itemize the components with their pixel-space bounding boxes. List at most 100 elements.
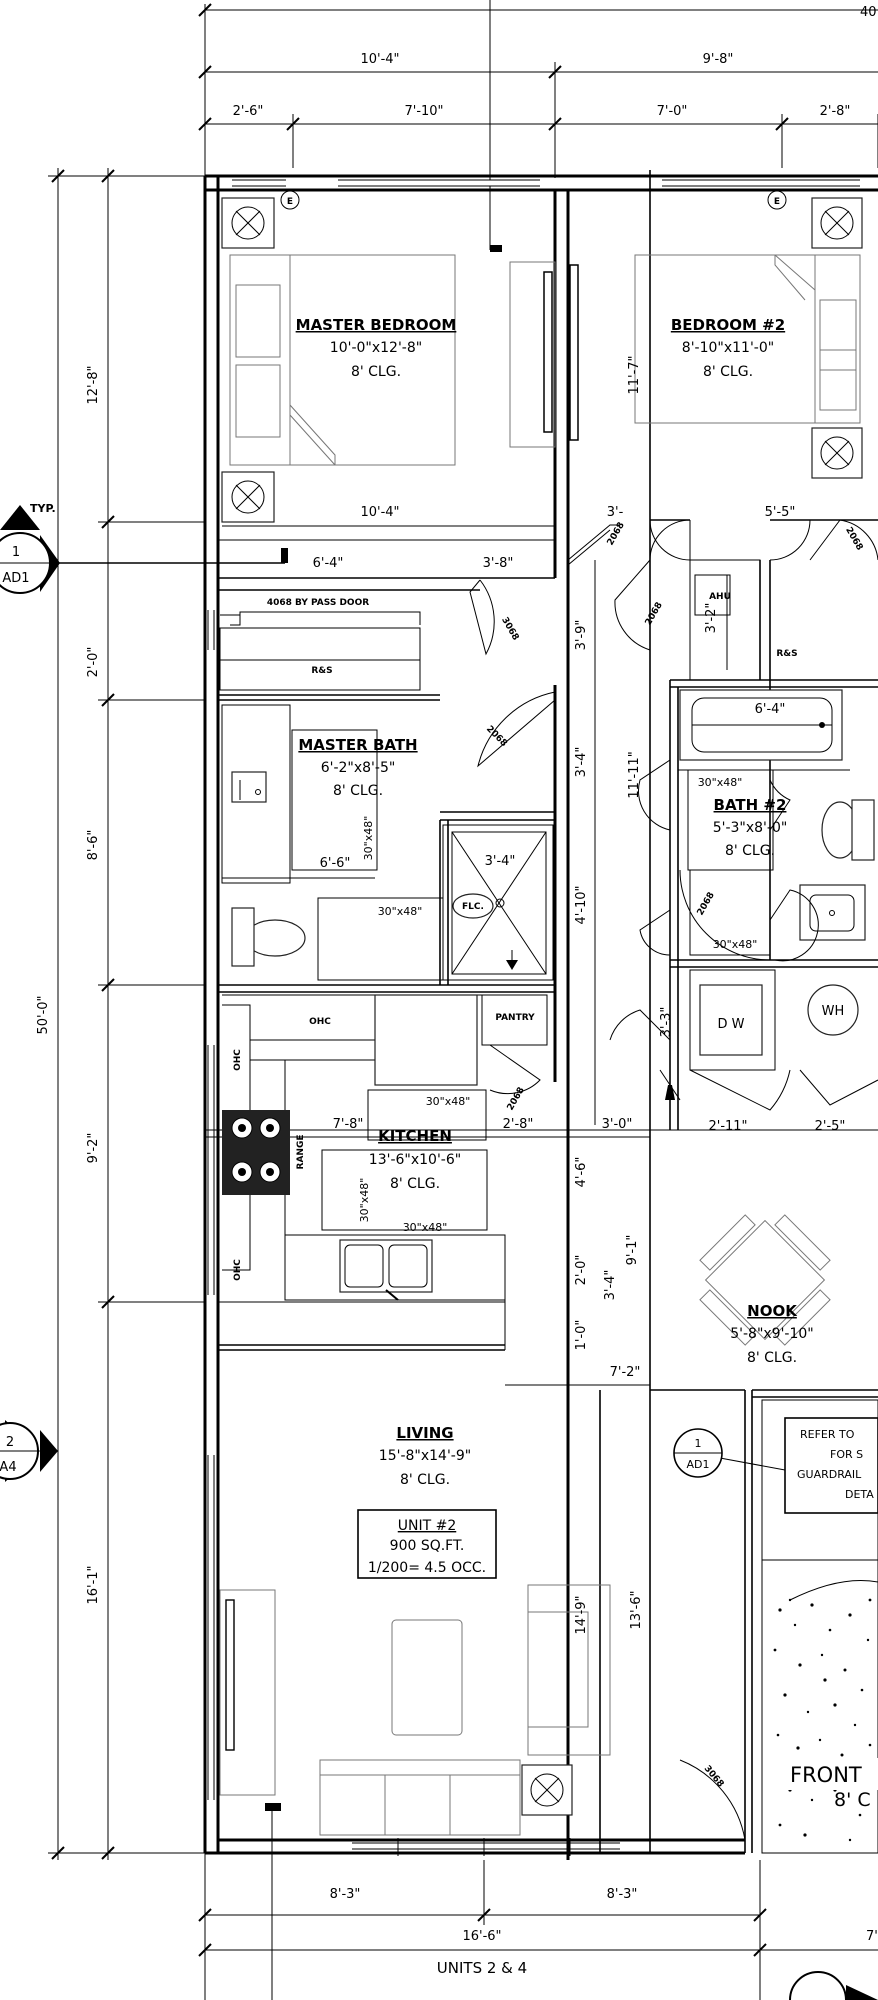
thermostat-icon: [281, 548, 288, 563]
dim-3-4: 3'-4": [603, 1270, 618, 1301]
thermostat-icon: [490, 245, 502, 252]
unit-info-box: UNIT #2 900 SQ.FT. 1/200= 4.5 OCC.: [357, 1509, 497, 1579]
dim-top2-a: 2'-6": [233, 104, 264, 119]
room-ceiling: 8' CLG.: [390, 1176, 440, 1192]
laundry: D W WH 3'-3" 2'-11" 2'-5": [609, 969, 878, 1134]
clearance-label: 30"x48": [358, 1178, 371, 1223]
sink-icon: [231, 771, 267, 803]
front-porch-label: FRONT: [790, 1763, 862, 1787]
dim-top2-c: 7'-0": [657, 104, 688, 119]
door-size: 2068: [696, 891, 717, 918]
section-typ: TYP.: [30, 502, 56, 515]
clearance-label: 30"x48": [378, 905, 423, 918]
room-ceiling: 8' CLG.: [703, 364, 753, 380]
dim-2-0: 2'-0": [574, 1255, 589, 1286]
room-ceiling: 8' CLG.: [747, 1350, 797, 1366]
room-name: BEDROOM #2: [671, 316, 785, 334]
dim-bottom-a: 8'-3": [330, 1887, 361, 1902]
dim-1-0: 1'-0": [574, 1320, 589, 1351]
unit-title: UNIT #2: [398, 1518, 457, 1534]
dim-bottom-total: 16'-6": [462, 1929, 501, 1944]
shower: [442, 824, 554, 981]
electrical-outlet-icon: [280, 190, 300, 210]
dim-3-4: 3'-4": [574, 747, 589, 778]
sofa: [319, 1759, 521, 1836]
dim-3-8: 3'-8": [483, 556, 514, 571]
front-porch: FRONT 8' C REFER TO FOR S GUARDRAIL DETA…: [673, 1399, 878, 1854]
section-marker-2-a4: 2 A4: [0, 1420, 58, 1482]
section-number: 2: [6, 1435, 14, 1450]
ohc-label: OHC: [309, 1017, 331, 1027]
range-icon: [222, 1110, 290, 1195]
svg-text:E: E: [774, 197, 780, 207]
ras-label: R&S: [311, 666, 332, 676]
dim-left-outer: 50'-0": [36, 995, 51, 1034]
svg-text:E: E: [287, 197, 293, 207]
pantry: [481, 994, 548, 1046]
plan-caption: UNITS 2 & 4: [437, 1959, 527, 1977]
dim-left-3: 8'-6": [86, 830, 101, 861]
living: LIVING 15'-8"x14'-9" 8' CLG. UNIT #2 900…: [219, 1424, 746, 2000]
section-sheet: AD1: [2, 571, 29, 586]
front-porch-ceiling: 8' C: [834, 1789, 871, 1811]
dim-top2-d: 2'-8": [820, 104, 851, 119]
room-size: 6'-2"x8'-5": [321, 760, 396, 776]
clearance-label: 30"x48": [362, 816, 375, 861]
dim-11-11: 11'-11": [627, 751, 642, 798]
dim-mb-width: 10'-4": [360, 505, 399, 520]
dim-2-5: 2'-5": [815, 1119, 846, 1134]
dim-9-1: 9'-1": [625, 1235, 640, 1266]
dim-3-3: 3'-3": [659, 1007, 674, 1038]
dim-14-9: 14'-9": [574, 1595, 589, 1634]
kitchen: OHC OHC OHC 30"x48" PANTRY 2068 RANGE 7'…: [222, 994, 650, 1386]
dim-4-6: 4'-6": [574, 1157, 589, 1188]
range-label: RANGE: [296, 1135, 306, 1170]
dim-6-4: 6'-4": [313, 556, 344, 571]
dim-13-6: 13'-6": [629, 1590, 644, 1629]
dim-2-8: 2'-8": [503, 1117, 534, 1132]
refrigerator: [374, 994, 478, 1086]
room-size: 10'-0"x12'-8": [330, 340, 422, 356]
water-heater: [807, 984, 859, 1036]
dim-4-10: 4'-10": [574, 885, 589, 924]
dim-top1-a: 10'-4": [360, 52, 399, 67]
door-size: 2068: [506, 1086, 527, 1113]
guardrail-note: REFER TO FOR S GUARDRAIL DETA: [784, 1417, 878, 1514]
dryer-washer: [699, 984, 763, 1056]
exterior-walls: [203, 174, 878, 1856]
bath-2: 6'-4" 30"x48" BATH #2 5'-3"x8'-0" 8' CLG…: [637, 689, 875, 962]
dim-7-8: 7'-8": [333, 1117, 364, 1132]
ahu-closet: [689, 559, 761, 681]
bedroom-2: E BEDROOM #2 8'-10"x11'-0" 8' CLG. 11'-7…: [607, 190, 863, 520]
dim-bottom-partial: 7': [866, 1929, 878, 1944]
svg-text:DETA: DETA: [845, 1488, 874, 1501]
wardrobe: [509, 261, 556, 448]
left-dimensions: 50'-0" 12'-8" 2'-0" 8'-6" 9'-2" 16'-1": [36, 168, 205, 1860]
master-bath: MASTER BATH 6'-2"x8'-5" 8' CLG. 30"x48" …: [221, 691, 589, 981]
room-ceiling: 8' CLG.: [400, 1472, 450, 1488]
room-name: KITCHEN: [378, 1127, 452, 1145]
electrical-outlet-icon: [767, 190, 787, 210]
room-size: 8'-10"x11'-0": [682, 340, 774, 356]
door-size: 3068: [499, 616, 520, 643]
dim-bottom-b: 8'-3": [607, 1887, 638, 1902]
master-bedroom: E MASTER BEDROOM 10'-0"x12'-8" 8' CLG. 1…: [221, 190, 579, 527]
vanity: [221, 704, 291, 884]
dim-left-4: 9'-2": [86, 1133, 101, 1164]
nook: NOOK 5'-8"x9'-10" 8' CLG.: [699, 1214, 831, 1366]
clearance-label: 30"x48": [403, 1221, 448, 1234]
svg-text:FLC.: FLC.: [462, 902, 484, 912]
dim-3-0: 3'-0": [602, 1117, 633, 1132]
coffee-table: [391, 1619, 463, 1736]
room-name: BATH #2: [714, 796, 787, 814]
dim-left-2: 2'-0": [86, 647, 101, 678]
dim-top-partial: 40: [860, 5, 877, 20]
bypass-door-label: 4068 BY PASS DOOR: [267, 598, 369, 608]
ahu-label: AHU: [709, 592, 731, 602]
thermostat-icon: [265, 1803, 281, 1811]
section-sheet: AD1: [687, 1458, 710, 1471]
svg-text:FOR S: FOR S: [830, 1448, 863, 1461]
room-name: MASTER BEDROOM: [296, 316, 457, 334]
dim-6-6: 6'-6": [320, 856, 351, 871]
